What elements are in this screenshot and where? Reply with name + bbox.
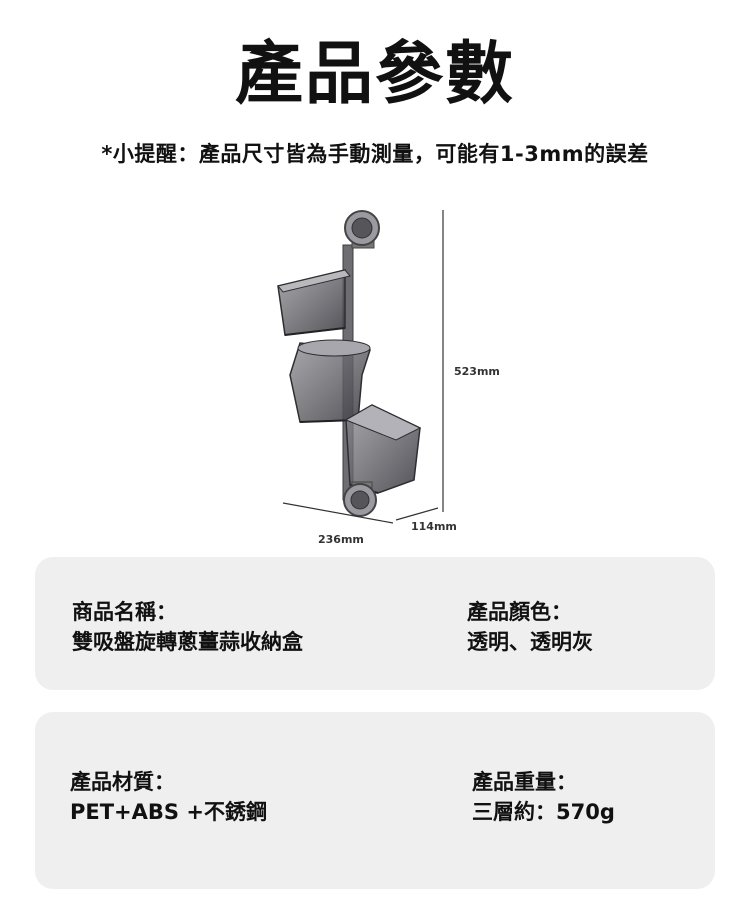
product-name-value: 雙吸盤旋轉蔥薑蒜收納盒 xyxy=(72,630,303,654)
product-diagram: 523mm 236mm 114mm xyxy=(277,210,500,546)
product-weight-value: 三層約：570g xyxy=(472,800,615,824)
page-title: 產品參數 xyxy=(234,35,515,114)
width-dimension-line xyxy=(282,502,394,524)
measurement-note: *小提醒：產品尺寸皆為手動測量，可能有1-3mm的誤差 xyxy=(101,142,649,166)
spec-card-material-weight: 產品材質： PET+ABS +不銹鋼 產品重量： 三層約：570g xyxy=(35,712,715,889)
width-label: 236mm xyxy=(318,533,364,546)
height-label: 523mm xyxy=(454,365,500,378)
product-color-value: 透明、透明灰 xyxy=(467,630,593,654)
product-material-label: 產品材質： xyxy=(70,770,175,794)
top-suction-cup xyxy=(344,210,380,249)
product-name-field: 商品名稱： 雙吸盤旋轉蔥薑蒜收納盒 xyxy=(72,597,303,657)
product-weight-field: 產品重量： 三層約：570g xyxy=(472,767,615,827)
product-name-label: 商品名稱： xyxy=(72,600,177,624)
product-material-value: PET+ABS +不銹鋼 xyxy=(70,800,267,824)
product-color-label: 產品顏色： xyxy=(467,600,572,624)
bottom-suction-cup xyxy=(343,481,377,517)
depth-dimension-line xyxy=(395,507,439,521)
product-weight-label: 產品重量： xyxy=(472,770,577,794)
product-color-field: 產品顏色： 透明、透明灰 xyxy=(467,597,593,657)
depth-label: 114mm xyxy=(411,520,457,533)
product-material-field: 產品材質： PET+ABS +不銹鋼 xyxy=(70,767,267,827)
basket-top xyxy=(277,269,351,336)
spec-card-name-color: 商品名稱： 雙吸盤旋轉蔥薑蒜收納盒 產品顏色： 透明、透明灰 xyxy=(35,557,715,690)
basket-middle xyxy=(289,339,371,423)
basket-bottom xyxy=(344,404,422,494)
